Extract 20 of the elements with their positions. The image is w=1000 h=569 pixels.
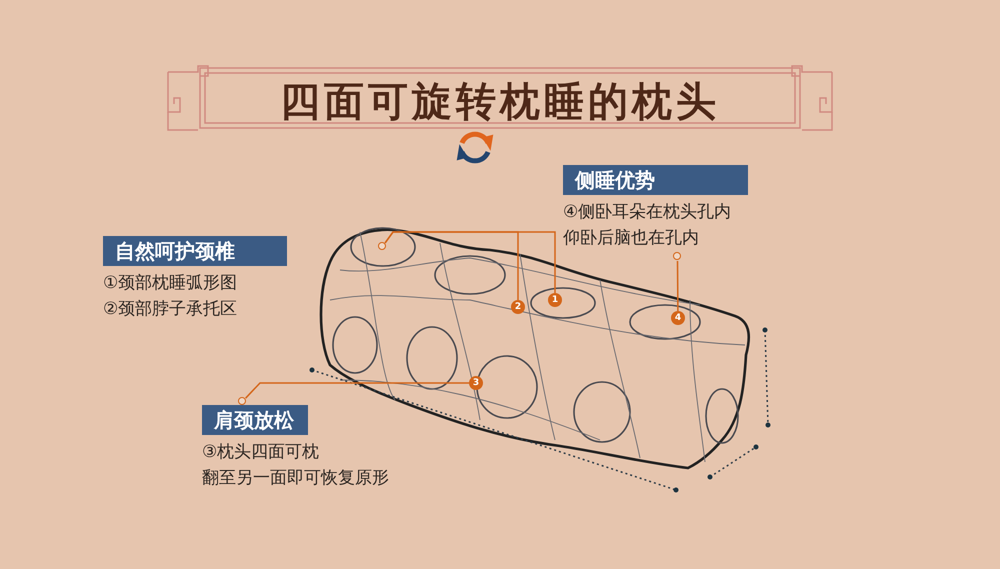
leader-line <box>676 261 679 311</box>
leader-dot <box>673 252 681 260</box>
heading-banner: 肩颈放松 <box>202 405 308 435</box>
caption-text: ①颈部枕睡弧形图 <box>103 272 238 295</box>
number-marker: 3 <box>469 376 483 390</box>
caption-text: 翻至另一面即可恢复原形 <box>202 467 389 490</box>
caption-text: ④侧卧耳朵在枕头孔内 <box>563 201 732 224</box>
heading-banner: 侧睡优势 <box>563 165 748 195</box>
caption-text: 仰卧后脑也在孔内 <box>563 227 700 250</box>
title-text: 四面可旋转枕睡的枕头 <box>280 78 720 125</box>
leader-dot <box>238 397 246 405</box>
leader-line <box>245 382 469 399</box>
caption-text: ③枕头四面可枕 <box>202 441 320 464</box>
heading-banner: 自然呵护颈椎 <box>103 236 287 266</box>
caption-text: ②颈部脖子承托区 <box>103 298 238 321</box>
number-marker: 1 <box>548 293 562 307</box>
number-marker: 4 <box>671 311 685 325</box>
leader-dot <box>378 242 386 250</box>
leader-line <box>384 231 519 300</box>
number-marker: 2 <box>511 300 525 314</box>
